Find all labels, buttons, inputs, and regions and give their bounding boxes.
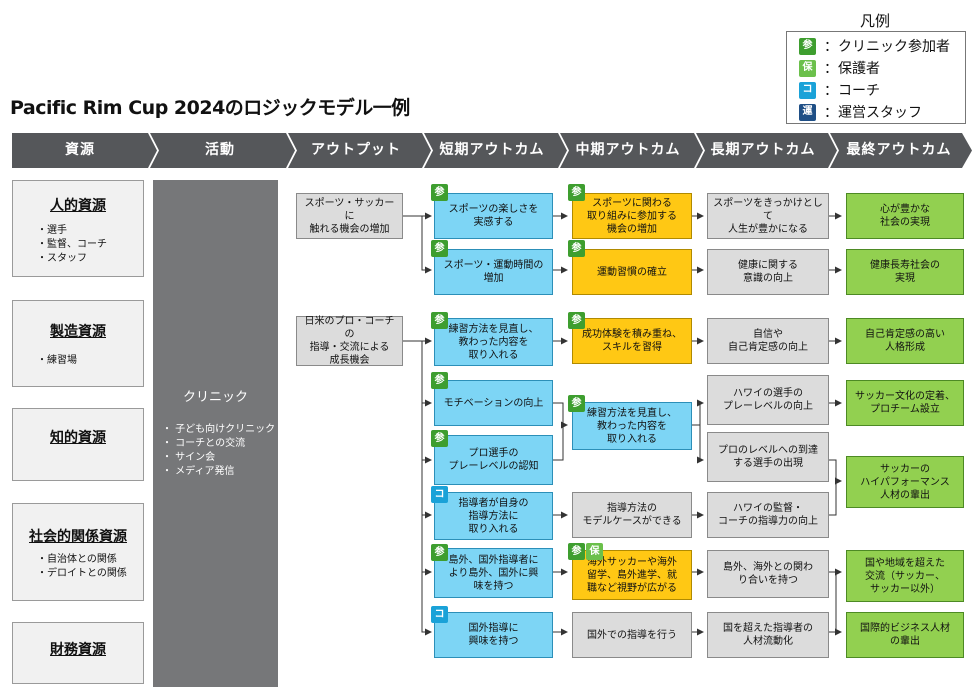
coach-badge-icon: コ [431, 486, 448, 503]
staff-badge-icon: 運 [799, 103, 816, 121]
participant-badge-icon: 参 [431, 372, 448, 389]
output-box: スポーツ・サッカーに 触れる機会の増加 [296, 193, 403, 239]
mid-term-outcome: 海外サッカーや海外 留学、島外進学、就 職など視野が広がる [572, 550, 692, 600]
short-term-outcome: 島外、国外指導者に より島外、国外に興 味を持つ [434, 548, 553, 598]
activity-items: ・ 子ども向けクリニック ・ コーチとの交流 ・ サイン会 ・ メディア発信 [162, 423, 275, 479]
legend-item-staff: 運 ：運営スタッフ [799, 102, 922, 122]
final-outcome: 自己肯定感の高い 人格形成 [846, 318, 964, 364]
long-term-outcome: 国を超えた指導者の 人材流動化 [707, 612, 829, 658]
legend-label: ：クリニック参加者 [824, 39, 950, 55]
participant-badge-icon: 参 [431, 184, 448, 201]
activity-item: ・ サイン会 [162, 452, 216, 463]
short-term-outcome: 国外指導に 興味を持つ [434, 612, 553, 658]
resource-item: ・スタッフ [37, 253, 87, 264]
mid-term-outcome: 指導方法の モデルケースができる [572, 492, 692, 538]
participant-badge-icon: 参 [568, 184, 585, 201]
resource-title: 社会的関係資源 [29, 529, 127, 545]
resource-title: 財務資源 [50, 642, 106, 658]
short-term-outcome: 指導者が自身の 指導方法に 取り入れる [434, 492, 553, 540]
header-mid-term: 中期アウトカム [575, 142, 681, 158]
final-outcome: 心が豊かな 社会の実現 [846, 193, 964, 239]
long-term-outcome: 島外、海外との関わ り合いを持つ [707, 550, 829, 598]
long-term-outcome: スポーツをきっかけとして 人生が豊かになる [707, 193, 829, 239]
mid-term-outcome: 成功体験を積み重ね、 スキルを習得 [572, 318, 692, 364]
participant-badge-icon: 参 [568, 395, 585, 412]
legend-item-participant: 参 ：クリニック参加者 [799, 36, 950, 56]
long-term-outcome: ハワイの監督・ コーチの指導力の向上 [707, 492, 829, 538]
final-outcome: 国や地域を超えた 交流（サッカー、 サッカー以外） [846, 550, 964, 602]
output-box: 日米のプロ・コーチの 指導・交流による 成長機会 [296, 316, 403, 366]
participant-badge-icon: 参 [431, 430, 448, 447]
guardian-badge-icon: 保 [586, 543, 603, 560]
legend: 参 ：クリニック参加者 保 ：保護者 コ ：コーチ 運 ：運営スタッフ [786, 31, 966, 124]
long-term-outcome: プロのレベルへの到達 する選手の出現 [707, 432, 829, 482]
short-term-outcome: スポーツの楽しさを 実感する [434, 193, 553, 239]
participant-badge-icon: 参 [431, 240, 448, 257]
resource-item: ・デロイトとの関係 [37, 568, 127, 579]
short-term-outcome: モチベーションの向上 [434, 380, 553, 426]
participant-badge-icon: 参 [568, 543, 585, 560]
stage-header-band [12, 133, 972, 168]
resource-manufacturing: 製造資源 ・練習場 [12, 300, 144, 387]
activity-title: クリニック [182, 390, 248, 405]
activity-clinic: クリニック ・ 子ども向けクリニック ・ コーチとの交流 ・ サイン会 ・ メデ… [153, 180, 278, 687]
final-outcome: サッカーの ハイパフォーマンス 人材の輩出 [846, 456, 964, 508]
mid-term-outcome: 練習方法を見直し、 教わった内容を 取り入れる [572, 402, 692, 450]
resource-title: 知的資源 [50, 430, 106, 446]
resource-financial: 財務資源 [12, 622, 144, 684]
legend-label: ：コーチ [824, 83, 880, 99]
header-long-term: 長期アウトカム [710, 142, 816, 158]
legend-item-guardian: 保 ：保護者 [799, 58, 880, 78]
resource-intellectual: 知的資源 [12, 408, 144, 481]
resource-item: ・監督、コーチ [37, 239, 107, 250]
mid-term-outcome: 運動習慣の確立 [572, 249, 692, 295]
resource-social: 社会的関係資源 ・自治体との関係 ・デロイトとの関係 [12, 503, 144, 601]
activity-item: ・ 子ども向けクリニック [162, 424, 276, 435]
coach-badge-icon: コ [431, 606, 448, 623]
legend-title: 凡例 [859, 12, 890, 30]
resource-item: ・自治体との関係 [37, 554, 117, 565]
legend-label: ：保護者 [824, 61, 880, 77]
long-term-outcome: 自信や 自己肯定感の向上 [707, 318, 829, 364]
short-term-outcome: 練習方法を見直し、 教わった内容を 取り入れる [434, 318, 553, 366]
long-term-outcome: 健康に関する 意識の向上 [707, 249, 829, 295]
header-short-term: 短期アウトカム [439, 142, 545, 158]
header-final: 最終アウトカム [846, 142, 952, 158]
participant-badge-icon: 参 [431, 312, 448, 329]
short-term-outcome: プロ選手の プレーレベルの認知 [434, 435, 553, 485]
header-activities: 活動 [205, 142, 235, 158]
mid-term-outcome: スポーツに関わる 取り組みに参加する 機会の増加 [572, 193, 692, 239]
final-outcome: 国際的ビジネス人材 の輩出 [846, 612, 964, 658]
header-resources: 資源 [65, 142, 95, 158]
resource-human: 人的資源 ・選手 ・監督、コーチ ・スタッフ [12, 180, 144, 277]
resource-title: 製造資源 [50, 324, 106, 340]
participant-badge-icon: 参 [568, 312, 585, 329]
resource-item: ・選手 [37, 225, 67, 236]
long-term-outcome: ハワイの選手の プレーレベルの向上 [707, 375, 829, 425]
activity-item: ・ メディア発信 [162, 466, 235, 477]
participant-badge-icon: 参 [799, 37, 816, 55]
activity-item: ・ コーチとの交流 [162, 438, 246, 449]
final-outcome: 健康長寿社会の 実現 [846, 249, 964, 295]
guardian-badge-icon: 保 [799, 59, 816, 77]
legend-item-coach: コ ：コーチ [799, 80, 880, 100]
page-title: Pacific Rim Cup 2024のロジックモデル一例 [10, 97, 410, 119]
resource-item: ・練習場 [37, 355, 77, 366]
short-term-outcome: スポーツ・運動時間の 増加 [434, 249, 553, 295]
participant-badge-icon: 参 [568, 240, 585, 257]
resource-title: 人的資源 [50, 198, 106, 214]
final-outcome: サッカー文化の定着、 プロチーム設立 [846, 380, 964, 426]
header-outputs: アウトプット [311, 142, 401, 158]
participant-badge-icon: 参 [431, 544, 448, 561]
coach-badge-icon: コ [799, 81, 816, 99]
mid-term-outcome: 国外での指導を行う [572, 612, 692, 658]
legend-label: ：運営スタッフ [824, 105, 922, 121]
